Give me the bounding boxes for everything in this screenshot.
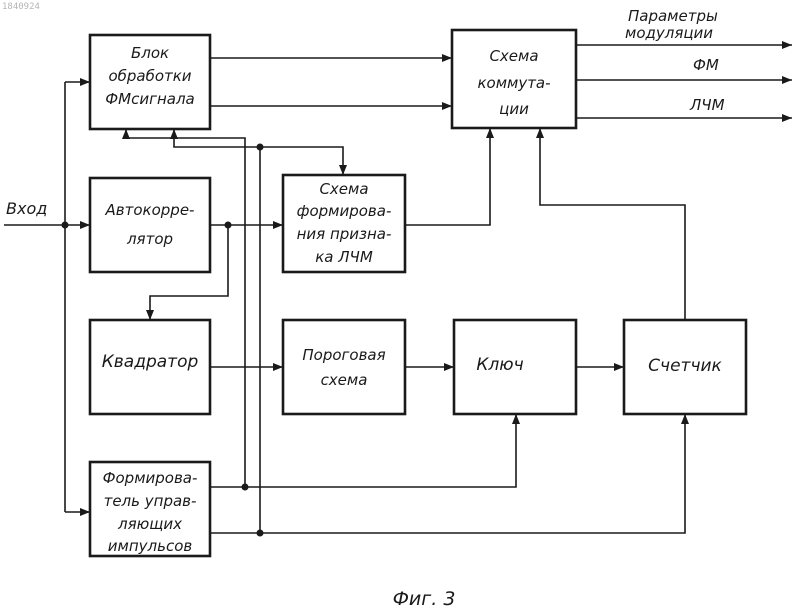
switching-label-3: ции [499, 100, 529, 118]
pulse-former-block: Формирова- тель управ- ляющих импульсов [90, 462, 210, 556]
switching-label-1: Схема [489, 47, 538, 65]
output-lfm-label: ЛЧМ [689, 96, 725, 114]
autocorrelator-label-2: лятор [126, 230, 173, 248]
squarer-label: Квадратор [102, 352, 199, 372]
input-label: Вход [6, 199, 47, 218]
fm-processing-label-2: обработки [108, 67, 191, 85]
lfm-feature-label-2: формирова- [297, 202, 392, 220]
lfm-feature-block: Схема формирова- ния призна- ка ЛЧМ [283, 175, 405, 272]
threshold-label-2: схема [321, 371, 368, 389]
input-lines [4, 78, 90, 516]
switching-label-2: коммута- [477, 74, 550, 92]
switching-block: Схема коммута- ции [452, 30, 576, 128]
threshold-block: Пороговая схема [283, 320, 405, 414]
threshold-label-1: Пороговая [302, 346, 385, 364]
output-lines [576, 41, 792, 122]
pulse-former-label-1: Формирова- [103, 469, 198, 487]
output-params-label-1: Параметры [628, 7, 718, 25]
squarer-block: Квадратор [90, 320, 210, 414]
fm-processing-label-1: Блок [131, 44, 169, 62]
autocorrelator-block: Автокорре- лятор [90, 178, 210, 272]
output-fm-label: ФМ [693, 56, 719, 74]
lfm-feature-label-4: ка ЛЧМ [315, 248, 373, 266]
counter-to-switching-line [536, 128, 685, 320]
lfm-feature-label-1: Схема [319, 180, 368, 198]
fm-to-switching-lines [210, 54, 452, 110]
output-params-label-2: модуляции [625, 24, 713, 42]
lfm-feature-label-3: ния призна- [297, 225, 392, 243]
autocorrelator-label-1: Автокорре- [105, 201, 195, 219]
fm-processing-block: Блок обработки ФМсигнала [90, 35, 210, 129]
key-block: Ключ [454, 320, 576, 414]
pulse-former-label-3: ляющих [117, 515, 182, 533]
counter-block: Счетчик [624, 320, 746, 414]
pulse-former-label-2: тель управ- [104, 492, 197, 510]
document-id: 1840924 [2, 2, 40, 12]
fm-processing-label-3: ФМсигнала [105, 90, 195, 108]
key-label: Ключ [476, 355, 523, 375]
counter-label: Счетчик [648, 356, 722, 376]
figure-caption: Фиг. 3 [393, 588, 456, 610]
pulse-former-label-4: импульсов [108, 537, 193, 555]
lfm-to-switching-line [405, 128, 494, 225]
